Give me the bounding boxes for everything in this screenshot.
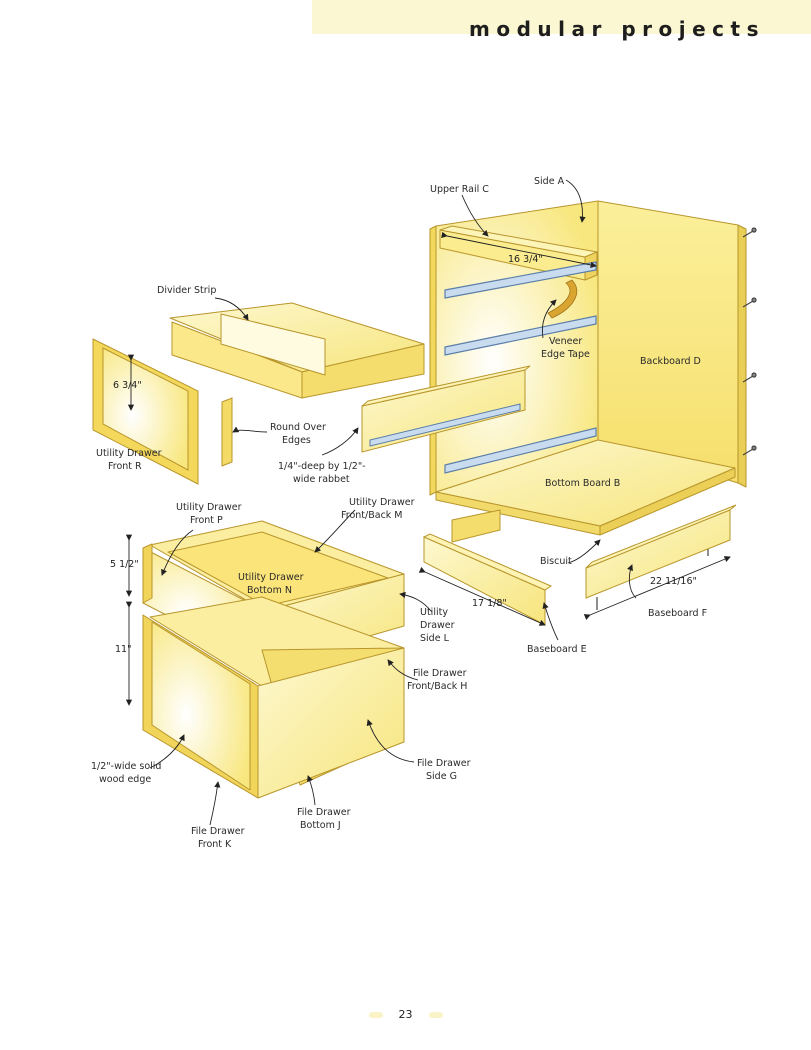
label-dim-17-1-8: 17 1/8"	[472, 598, 507, 609]
label-file-fb-h-2: Front/Back H	[407, 681, 467, 692]
backboard-d	[597, 200, 739, 484]
label-utility-bottom-n-1: Utility Drawer	[238, 572, 304, 583]
label-veneer-2: Edge Tape	[541, 349, 590, 360]
drawer-side-with-slide	[361, 365, 531, 453]
label-dim-22-11-16: 22 11/16"	[650, 576, 697, 587]
label-upper-rail-c: Upper Rail C	[430, 184, 489, 195]
screw-icons	[596, 227, 757, 610]
label-file-front-k-1: File Drawer	[191, 826, 245, 837]
round-over-strip	[221, 397, 233, 467]
label-utility-side-l-1: Utility	[420, 607, 448, 618]
label-utility-front-p-2: Front P	[190, 515, 223, 526]
file-drawer	[142, 596, 405, 799]
label-baseboard-e: Baseboard E	[527, 644, 587, 655]
label-round-over-2: Edges	[282, 435, 311, 446]
baseboard-rear	[451, 509, 501, 543]
label-file-fb-h-1: File Drawer	[413, 668, 467, 679]
label-solid-edge-1: 1/2"-wide solid	[91, 761, 161, 772]
label-utility-fb-m-2: Front/Back M	[341, 510, 403, 521]
header-band	[312, 0, 811, 34]
label-utility-front-r-2: Front R	[108, 461, 142, 472]
label-utility-bottom-n-2: Bottom N	[247, 585, 292, 596]
section-title: modular projects	[469, 17, 765, 41]
label-rabbet-2: wide rabbet	[293, 474, 350, 485]
divider-strip	[220, 313, 326, 376]
label-file-side-g-1: File Drawer	[417, 758, 471, 769]
page-dot-right	[428, 1012, 443, 1018]
label-bottom-board-b: Bottom Board B	[545, 478, 620, 489]
veneer-edge-tape	[547, 279, 578, 319]
page-number-row: 23	[0, 1008, 811, 1021]
leader-lines	[125, 179, 731, 826]
label-side-a: Side A	[534, 176, 565, 187]
label-baseboard-f: Baseboard F	[648, 608, 707, 619]
label-utility-side-l-2: Drawer	[420, 620, 455, 631]
label-divider-strip: Divider Strip	[157, 285, 216, 296]
label-utility-front-r-1: Utility Drawer	[96, 448, 162, 459]
label-utility-fb-m-1: Utility Drawer	[349, 497, 415, 508]
label-file-side-g-2: Side G	[426, 771, 457, 782]
label-biscuit: Biscuit	[540, 556, 572, 567]
label-file-bottom-j-2: Bottom J	[300, 820, 341, 831]
part-labels: Side A Upper Rail C 16 3/4" Divider Stri…	[91, 176, 707, 850]
label-file-bottom-j-1: File Drawer	[297, 807, 351, 818]
page-dot-left	[368, 1012, 383, 1018]
utility-tray	[169, 302, 425, 399]
label-dim-6-3-4: 6 3/4"	[113, 380, 142, 391]
label-utility-front-p-1: Utility Drawer	[176, 502, 242, 513]
label-dim-5-1-2: 5 1/2"	[110, 559, 139, 570]
label-backboard-d: Backboard D	[640, 356, 701, 367]
drawer-slides	[444, 261, 597, 474]
label-dim-16-3-4: 16 3/4"	[508, 254, 543, 265]
utility-drawer-front-r	[92, 338, 199, 485]
label-round-over-1: Round Over	[270, 422, 326, 433]
label-solid-edge-2: wood edge	[99, 774, 151, 785]
label-veneer-1: Veneer	[549, 336, 582, 347]
label-utility-side-l-3: Side L	[420, 633, 450, 644]
label-dim-11: 11"	[115, 644, 131, 655]
label-rabbet-1: 1/4"-deep by 1/2"-	[278, 461, 366, 472]
label-file-front-k-2: Front K	[198, 839, 232, 850]
page-number: 23	[398, 1008, 413, 1021]
